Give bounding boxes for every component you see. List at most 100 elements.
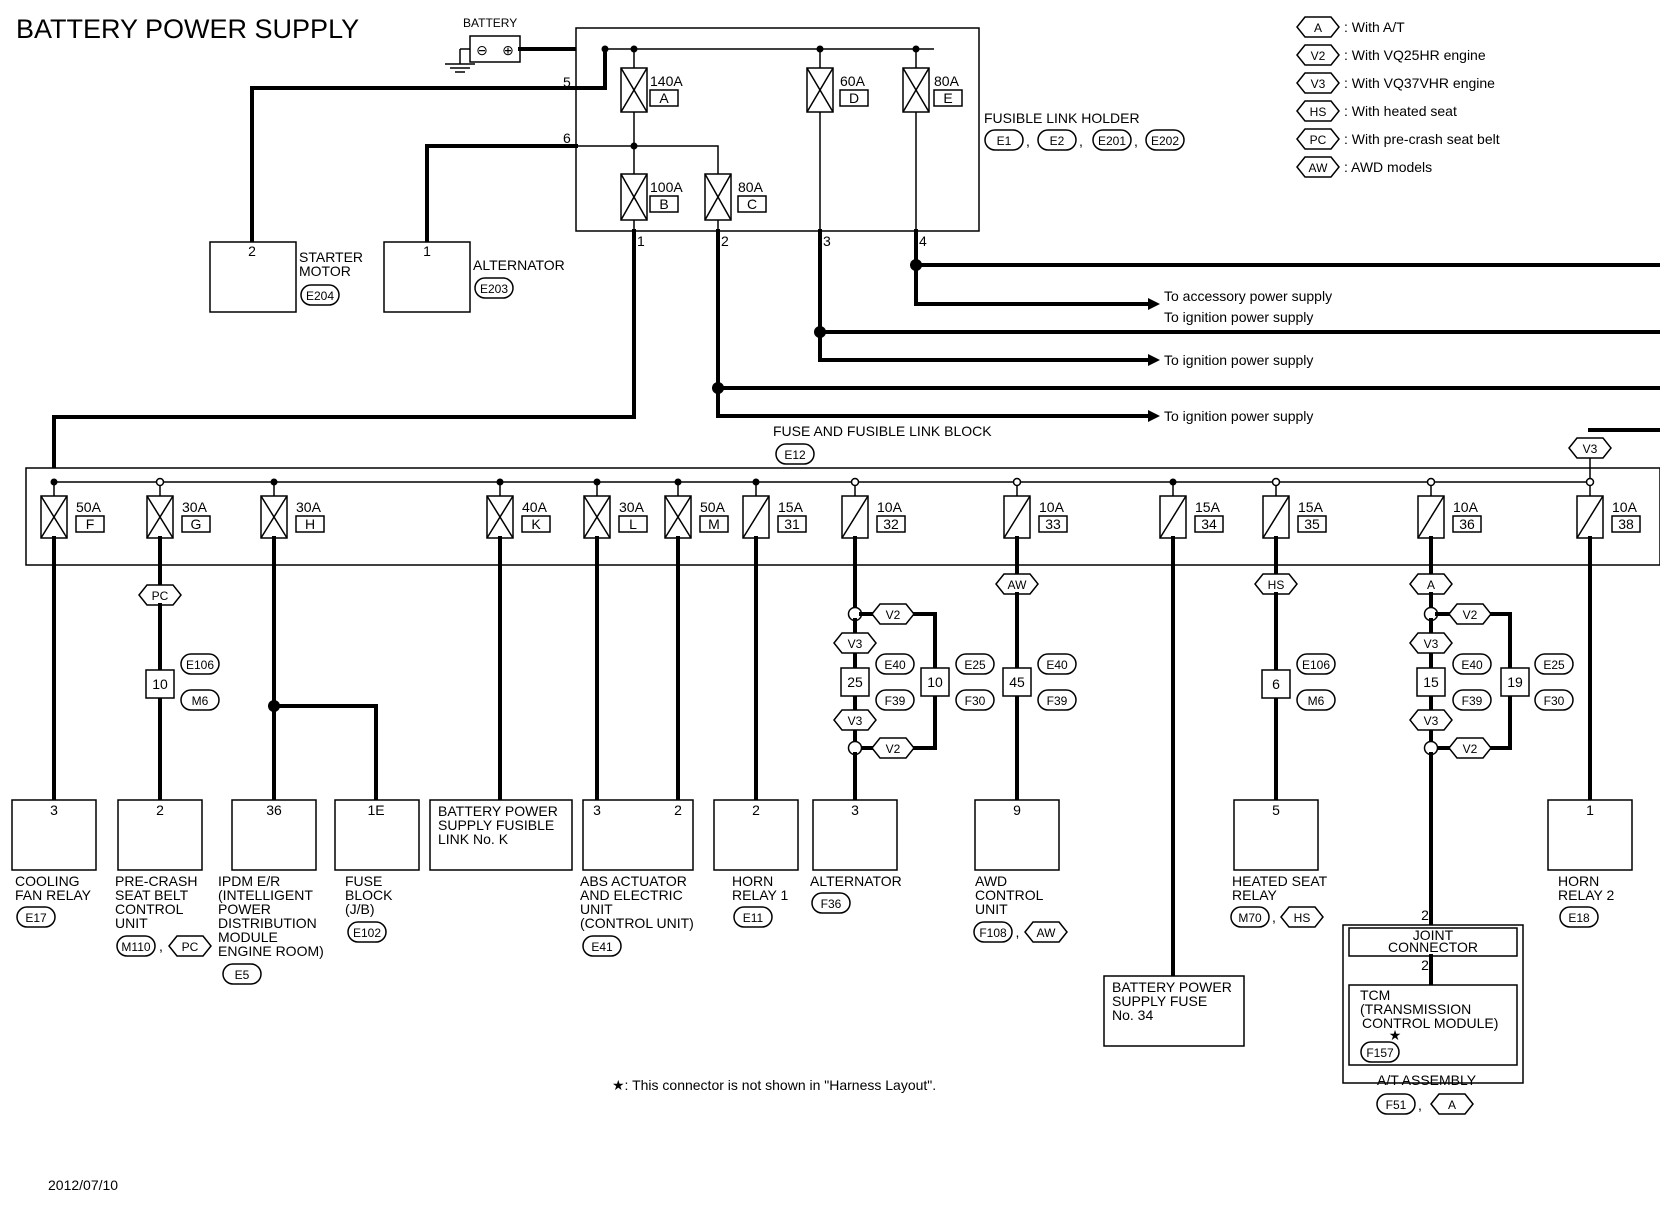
fuse-G-id: G [191,516,202,532]
fuse-35-amp: 15A [1298,499,1324,515]
legend-text: : With A/T [1344,19,1405,35]
component-6 [713,799,799,871]
component-3-label: (J/B) [345,901,375,917]
component-2-pin: 36 [266,802,282,818]
tag-separator: , [1272,909,1276,925]
fuse-K-amp: 40A [522,499,548,515]
legend-tag [1296,16,1340,38]
fuse-slash [742,495,770,539]
inline-pin: 19 [1507,674,1523,690]
inline-connector-oval-label: E106 [186,658,214,672]
tag-aw [995,573,1039,595]
tag-v2-label: V2 [1463,742,1478,756]
tag-v3-label: V3 [848,637,863,651]
tag-separator: , [1016,924,1020,940]
fusible-link-A-amp: 140A [650,73,683,89]
component-8-pin: 9 [1013,802,1021,818]
holder-connector [1145,129,1185,151]
fuse-31-id: 31 [784,516,800,532]
route-label: To ignition power supply [1164,352,1313,368]
fuse-F-id: F [86,516,95,532]
at-assembly-tag [1430,1093,1474,1115]
fuse-slash [1262,495,1290,539]
junction-dot [50,478,58,486]
fuse-H-id-box [295,515,325,533]
holder-connector-label: E2 [1050,134,1065,148]
arrow-head [1148,354,1160,366]
component-1-label: UNIT [115,915,148,931]
block-feed [52,229,636,484]
inline-connector-oval-label: F39 [885,694,906,708]
component-9-label: SUPPLY FUSE [1112,993,1207,1009]
component-1-connector-label: M110 [121,940,150,954]
tag-v2 [871,737,915,759]
open-junction [1271,477,1281,487]
starter-label: STARTER [299,249,363,265]
battery-label: BATTERY [463,16,517,30]
junction-dot [496,478,504,486]
open-junction [1012,477,1022,487]
component-1-connector [116,935,156,957]
component-10-label: HEATED SEAT [1232,873,1328,889]
inline-connector-oval [1037,689,1077,711]
inline-pin: 6 [1272,676,1280,692]
inline-pin: 15 [1423,674,1439,690]
inline-pin: 10 [152,676,168,692]
alternator-pin: 1 [423,243,431,259]
fuse-cross [620,173,648,221]
component-2-label: ENGINE ROOM) [218,943,324,959]
fuse-K-id: K [531,516,541,532]
component-5-label: (CONTROL UNIT) [580,915,694,931]
component-8-connector [973,921,1013,943]
fusible-link-C-amp: 80A [738,179,764,195]
tag-hs-label: HS [1268,578,1285,592]
component-7-connector-label: F36 [821,897,842,911]
legend-tag-label: AW [1309,161,1329,175]
legend-text: : With VQ25HR engine [1344,47,1486,63]
component-2-label: DISTRIBUTION [218,915,317,931]
component-8-tag [1024,921,1068,943]
fuse-M-id: M [708,516,720,532]
component-5-label: ABS ACTUATOR [580,873,687,889]
legend-tag-label: A [1314,21,1322,35]
fuse-33-id-box [1038,515,1068,533]
inline-connector-oval [875,689,915,711]
fuse-38-id-box [1611,515,1641,533]
wire-36-v2 [1435,612,1512,750]
fuse-slash [1159,495,1187,539]
fuse-slash [1003,495,1031,539]
joint-pin-mid: 2 [1421,957,1429,973]
component-3-label: FUSE [345,873,382,889]
component-6-label: HORN [732,873,773,889]
at-assembly-tag-label: A [1448,1098,1456,1112]
component-8-label: AWD [975,873,1007,889]
junction-dot [593,478,601,486]
tcm-connector [1360,1041,1400,1063]
connector-separator: , [1079,133,1083,149]
fusible-link-D-amp: 60A [840,73,866,89]
connector-separator: , [1026,133,1030,149]
inline-pin: 25 [847,674,863,690]
fuse-32-amp: 10A [877,499,903,515]
inline-connector-oval [1534,689,1574,711]
component-2-label: POWER [218,901,271,917]
tag-v2 [871,603,915,625]
component-3-label: BLOCK [345,887,393,903]
fuse-33-amp: 10A [1039,499,1065,515]
tag-separator: , [1418,1097,1422,1113]
tag-v2 [1448,737,1492,759]
fuse-36-amp: 10A [1453,499,1479,515]
fuse-cross [620,67,648,113]
holder-pin-5: 5 [563,74,571,90]
battery [469,35,521,63]
connector-separator: , [1134,133,1138,149]
component-11-connector-label: E18 [1568,911,1590,925]
component-8-connector-label: F108 [979,926,1007,940]
holder-connector-label: E202 [1151,134,1179,148]
component-0-connector [16,906,56,928]
holder-pin-3: 3 [823,233,831,249]
component-11-pin: 1 [1586,802,1594,818]
alternator-label: ALTERNATOR [473,257,565,273]
fuse-31-amp: 15A [778,499,804,515]
fuse-L-id: L [629,516,637,532]
